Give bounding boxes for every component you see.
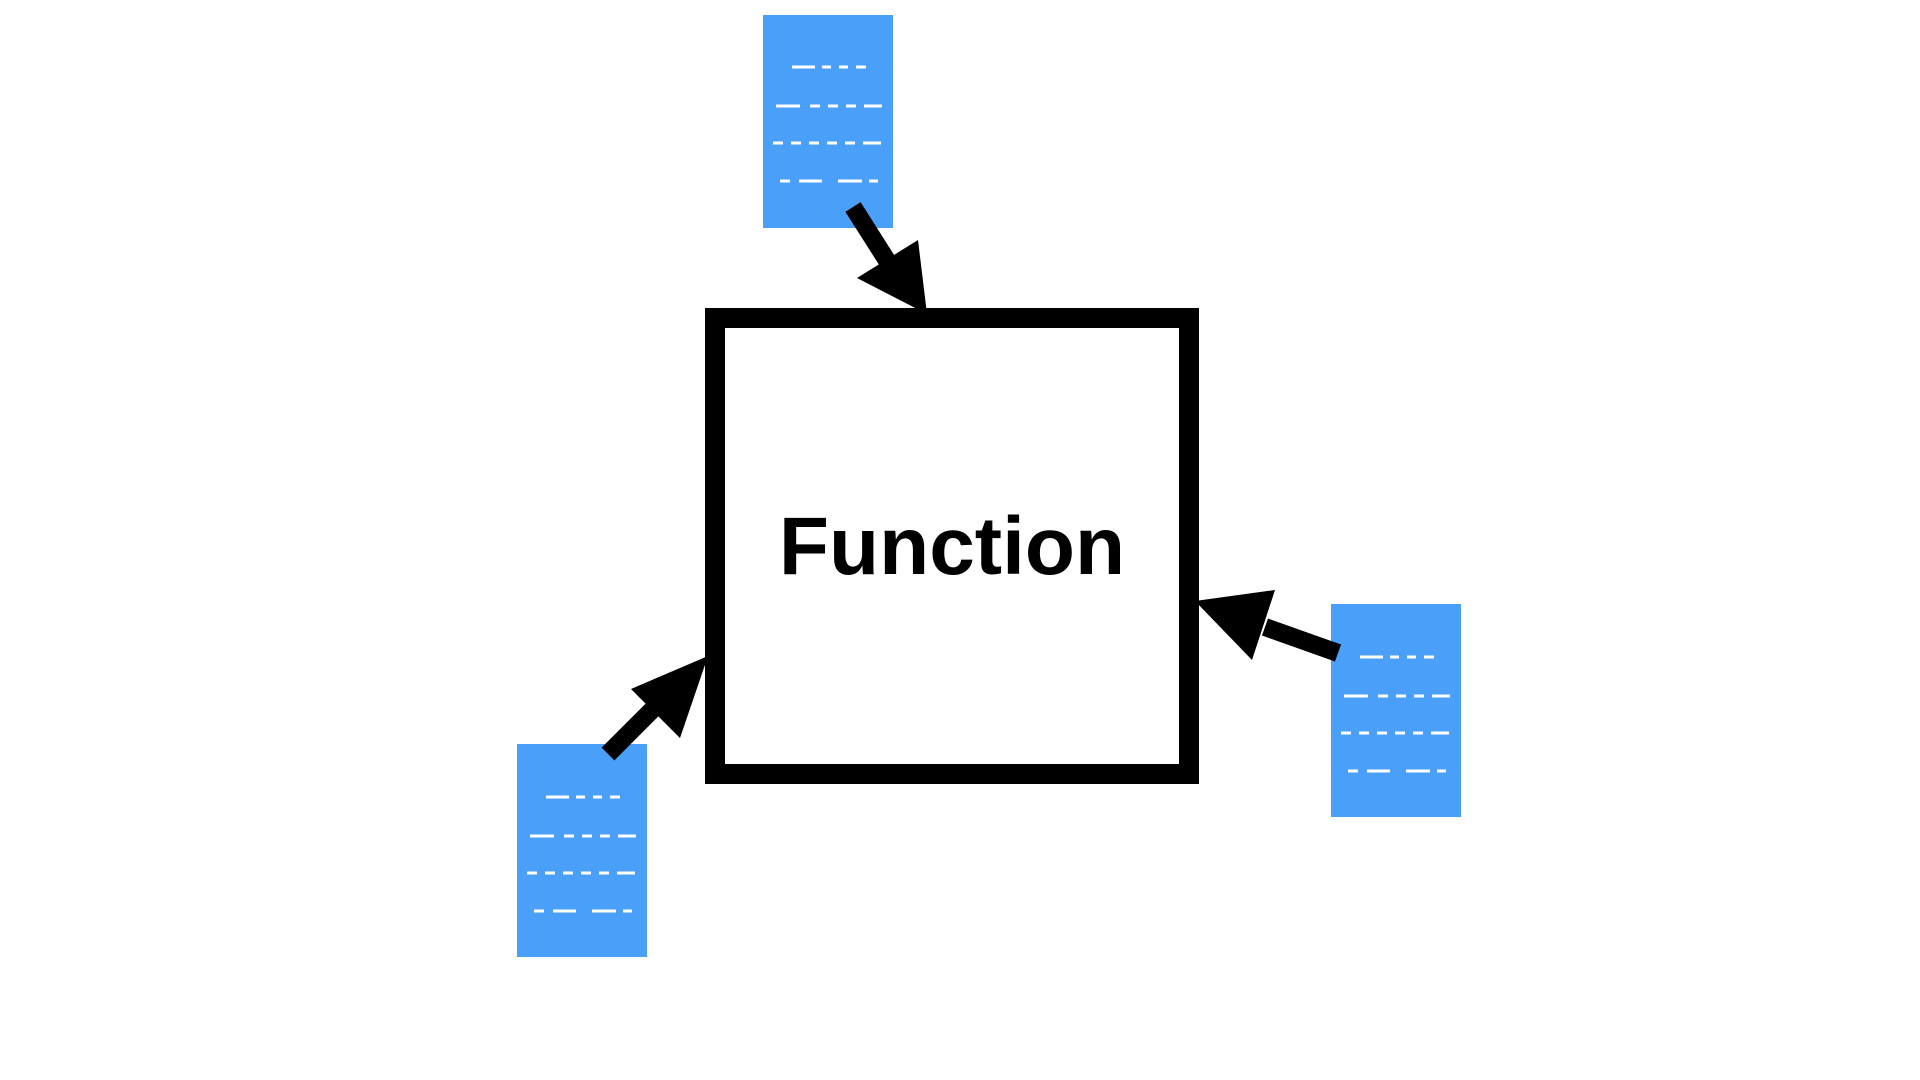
arrow-top-to-function	[845, 202, 927, 314]
document-icon-top	[763, 15, 893, 228]
document-icon-right	[1331, 604, 1461, 817]
document-text-lines	[1341, 655, 1450, 773]
document-icon-bottom-left	[517, 744, 647, 957]
arrow-head	[1195, 590, 1275, 660]
document-body	[1331, 604, 1461, 817]
arrow-head	[631, 656, 708, 738]
function-label: Function	[779, 501, 1125, 592]
document-text-lines	[527, 795, 636, 913]
arrow-right-to-function	[1195, 590, 1342, 662]
arrow-shaft	[845, 202, 901, 275]
arrow-shaft	[1261, 618, 1342, 662]
function-box-frame	[705, 308, 1199, 784]
document-body	[517, 744, 647, 957]
function-box: Function	[705, 308, 1199, 784]
document-body	[763, 15, 893, 228]
document-text-lines	[773, 65, 882, 183]
arrow-bottom-left-to-function	[601, 656, 708, 761]
arrow-head	[857, 240, 927, 314]
